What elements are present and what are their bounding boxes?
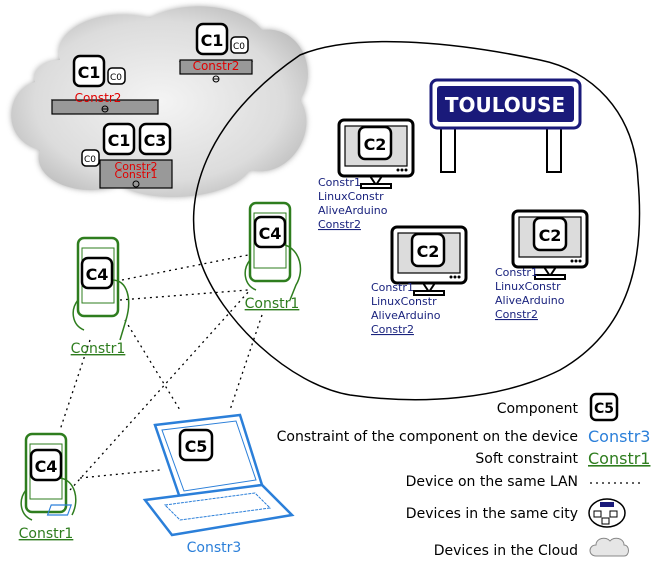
legend-city-label: Devices in the same city [406,506,578,522]
component-box [532,216,568,252]
phone-soft-constraint: Constr1 [245,296,300,312]
component-box [80,256,114,290]
constraint-text: LinuxConstr [318,190,384,203]
phone-soft-constraint: Constr1 [71,341,126,357]
component-label: C3 [144,131,167,150]
monitor-2: C2 Constr1 LinuxConstr AliveArduino Cons… [371,225,468,336]
tag-box [81,149,100,167]
tag-box [230,36,249,54]
constraint-text: LinuxConstr [371,295,437,308]
constraint-text: LinuxConstr [495,280,561,293]
cloud-server-2: Constr2 C1 C0 [178,22,254,83]
legend-lan-label: Device on the same LAN [406,474,578,490]
constraint-text: AliveArduino [495,294,565,307]
city-sign-label: TOULOUSE [445,93,565,117]
constraint-text: AliveArduino [371,309,441,322]
tag-label: C0 [233,42,245,52]
component-label: C2 [364,135,387,154]
component-box [29,448,63,482]
component-box [72,54,106,88]
component-label: C1 [108,131,131,150]
power-icon [132,180,140,188]
component-label: C4 [86,265,109,284]
monitor-1: C2 Constr1 LinuxConstr AliveArduino Cons… [318,118,415,231]
server-constraint: Constr2 [193,59,240,73]
cloud-server-3: Constr2 Constr1 C1 C3 C0 [81,122,173,189]
legend-constraint-label: Constraint of the component on the devic… [277,429,578,445]
tag-box [107,67,126,85]
city-sign: TOULOUSE [429,78,582,173]
server-constraint: Constr2 [115,160,158,173]
component-box [102,122,136,156]
legend-component-label: Component [497,401,579,417]
component-label: C4 [259,224,282,243]
legend-component-box [589,392,619,422]
soft-constraint-text: Constr2 [318,218,361,231]
city-boundary [192,40,641,401]
legend: Component C5 Constraint of the component… [277,392,650,559]
constraint-text: Constr1 [318,176,361,189]
legend-soft-sample: Constr1 [588,449,650,468]
city-icon [588,498,626,528]
server-constraint: Constr1 [115,168,158,181]
component-label: C1 [201,31,224,50]
component-box [178,428,214,462]
monitor-3: C2 Constr1 LinuxConstr AliveArduino Cons… [495,209,589,321]
phone-soft-constraint: Constr1 [19,526,74,542]
constraint-text: AliveArduino [318,204,388,217]
laptop: C5 [46,413,295,537]
legend-cloud-label: Devices in the Cloud [434,543,578,559]
phone-3: C4 [20,432,77,521]
component-label: C5 [185,437,208,456]
cloud-server-1: Constr2 C1 C0 [50,54,160,115]
server-constraint: Constr2 [75,91,122,105]
component-box [253,215,287,249]
component-label: C1 [78,63,101,82]
tag-label: C0 [84,155,96,165]
component-box [195,22,229,56]
phone-2: C4 [244,201,302,301]
phone-1: C4 [72,236,130,341]
legend-component-sample: C5 [594,401,614,417]
component-label: C4 [35,457,58,476]
constraint-text: Constr1 [495,266,538,279]
legend-constraint-sample: Constr3 [588,427,650,446]
laptop-constraint: Constr3 [187,540,242,556]
lan-links [59,254,263,491]
tag-label: C0 [110,73,122,83]
component-box [138,122,172,156]
component-label: C2 [539,226,562,245]
component-box [410,232,446,268]
soft-constraint-text: Constr2 [371,323,414,336]
constraint-text: Constr1 [371,281,414,294]
soft-constraint-text: Constr2 [495,308,538,321]
component-box [357,125,393,161]
component-label: C2 [417,242,440,261]
cloud-icon [589,537,629,557]
legend-soft-label: Soft constraint [475,451,578,467]
